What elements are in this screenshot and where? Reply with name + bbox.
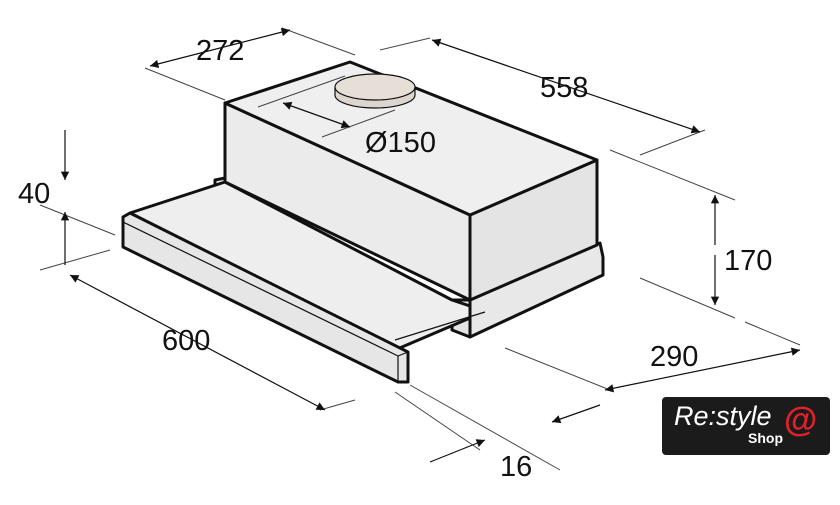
duct-collar	[334, 73, 416, 109]
dim-290: 290	[650, 341, 698, 373]
logo-main-text: Re:style	[674, 401, 772, 431]
restyle-shop-logo: Re:style Shop @	[662, 397, 830, 455]
dim-170: 170	[724, 245, 772, 277]
dim-558: 558	[540, 72, 588, 104]
cart-at-icon: @	[784, 401, 818, 439]
dim-600: 600	[162, 325, 210, 357]
dim-272: 272	[196, 35, 244, 67]
dim-150: Ø150	[365, 127, 436, 159]
dim-16: 16	[500, 451, 532, 483]
logo-sub-text: Shop	[748, 430, 783, 446]
extension-lines	[39, 27, 801, 471]
dimension-arrows	[60, 28, 801, 463]
box-top-face	[223, 60, 599, 217]
dim-40: 40	[18, 178, 50, 210]
